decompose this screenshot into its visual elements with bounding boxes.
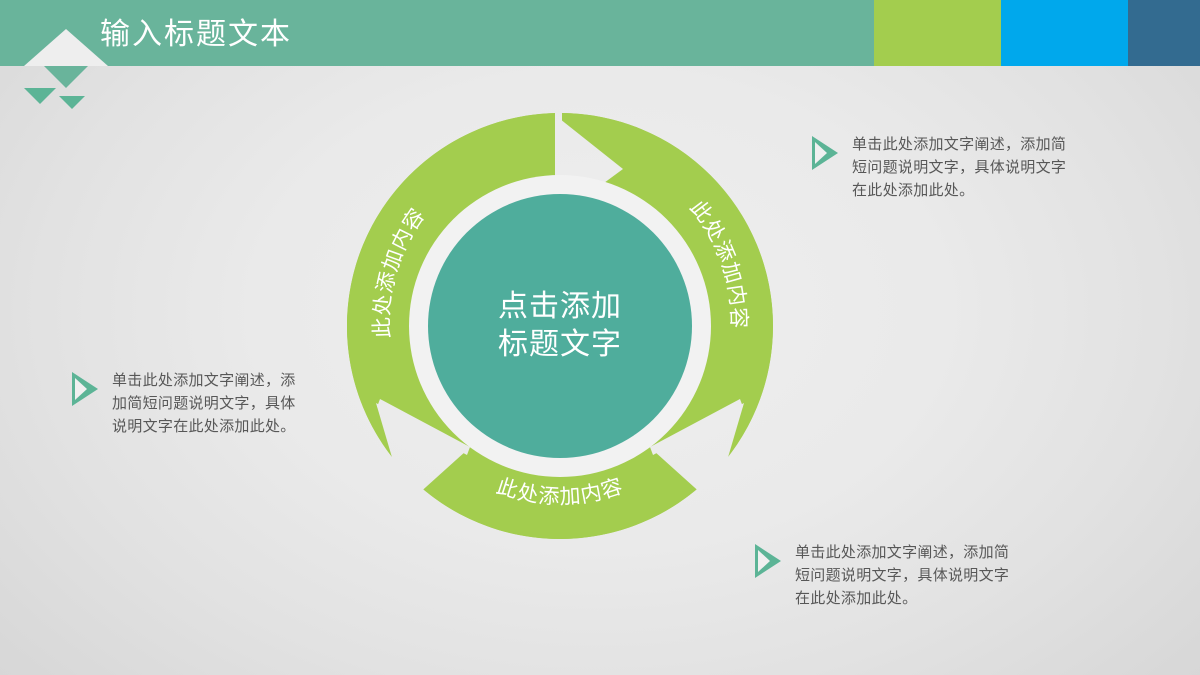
callout-line: 单击此处添加文字阐述，添加简 (852, 136, 1067, 153)
callout-bottom-right: 单击此处添加文字阐述，添加简 短问题说明文字，具体说明文字 在此处添加此处。 (755, 541, 1100, 610)
callout-line: 单击此处添加文字阐述，添加简 (795, 544, 1010, 561)
callout-line: 短问题说明文字，具体说明文字 (852, 159, 1067, 176)
header-block-blue (1001, 0, 1128, 66)
callout-line: 单击此处添加文字阐述，添 (112, 372, 296, 389)
play-arrow-icon (72, 372, 98, 406)
callout-left-text: 单击此处添加文字阐述，添 加简短问题说明文字，具体 说明文字在此处添加此处。 (112, 369, 344, 438)
triangle-medium-icon (24, 88, 56, 104)
callout-top-right-text: 单击此处添加文字阐述，添加简 短问题说明文字，具体说明文字 在此处添加此处。 (852, 133, 1132, 202)
header-block-navy (1128, 0, 1200, 66)
callout-top-right: 单击此处添加文字阐述，添加简 短问题说明文字，具体说明文字 在此处添加此处。 (812, 133, 1152, 202)
callout-line: 在此处添加此处。 (795, 590, 918, 607)
callout-line: 加简短问题说明文字，具体 (112, 395, 296, 412)
header-notch-decoration (24, 29, 108, 66)
callout-left: 单击此处添加文字阐述，添 加简短问题说明文字，具体 说明文字在此处添加此处。 (72, 369, 352, 438)
play-arrow-icon (755, 544, 781, 578)
triangle-large-icon (44, 66, 88, 88)
play-arrow-icon (812, 136, 838, 170)
callout-bottom-right-text: 单击此处添加文字阐述，添加简 短问题说明文字，具体说明文字 在此处添加此处。 (795, 541, 1075, 610)
callout-line: 说明文字在此处添加此处。 (112, 418, 296, 435)
header-band (0, 0, 880, 66)
triangle-small-icon (59, 96, 85, 109)
callout-line: 在此处添加此处。 (852, 182, 975, 199)
header-block-green (874, 0, 1001, 66)
callout-line: 短问题说明文字，具体说明文字 (795, 567, 1010, 584)
page-title: 输入标题文本 (100, 18, 292, 51)
cycle-center-disc (428, 194, 692, 458)
cycle-diagram: 此处添加内容 此处添加内容 此处添加内容 (347, 113, 773, 539)
